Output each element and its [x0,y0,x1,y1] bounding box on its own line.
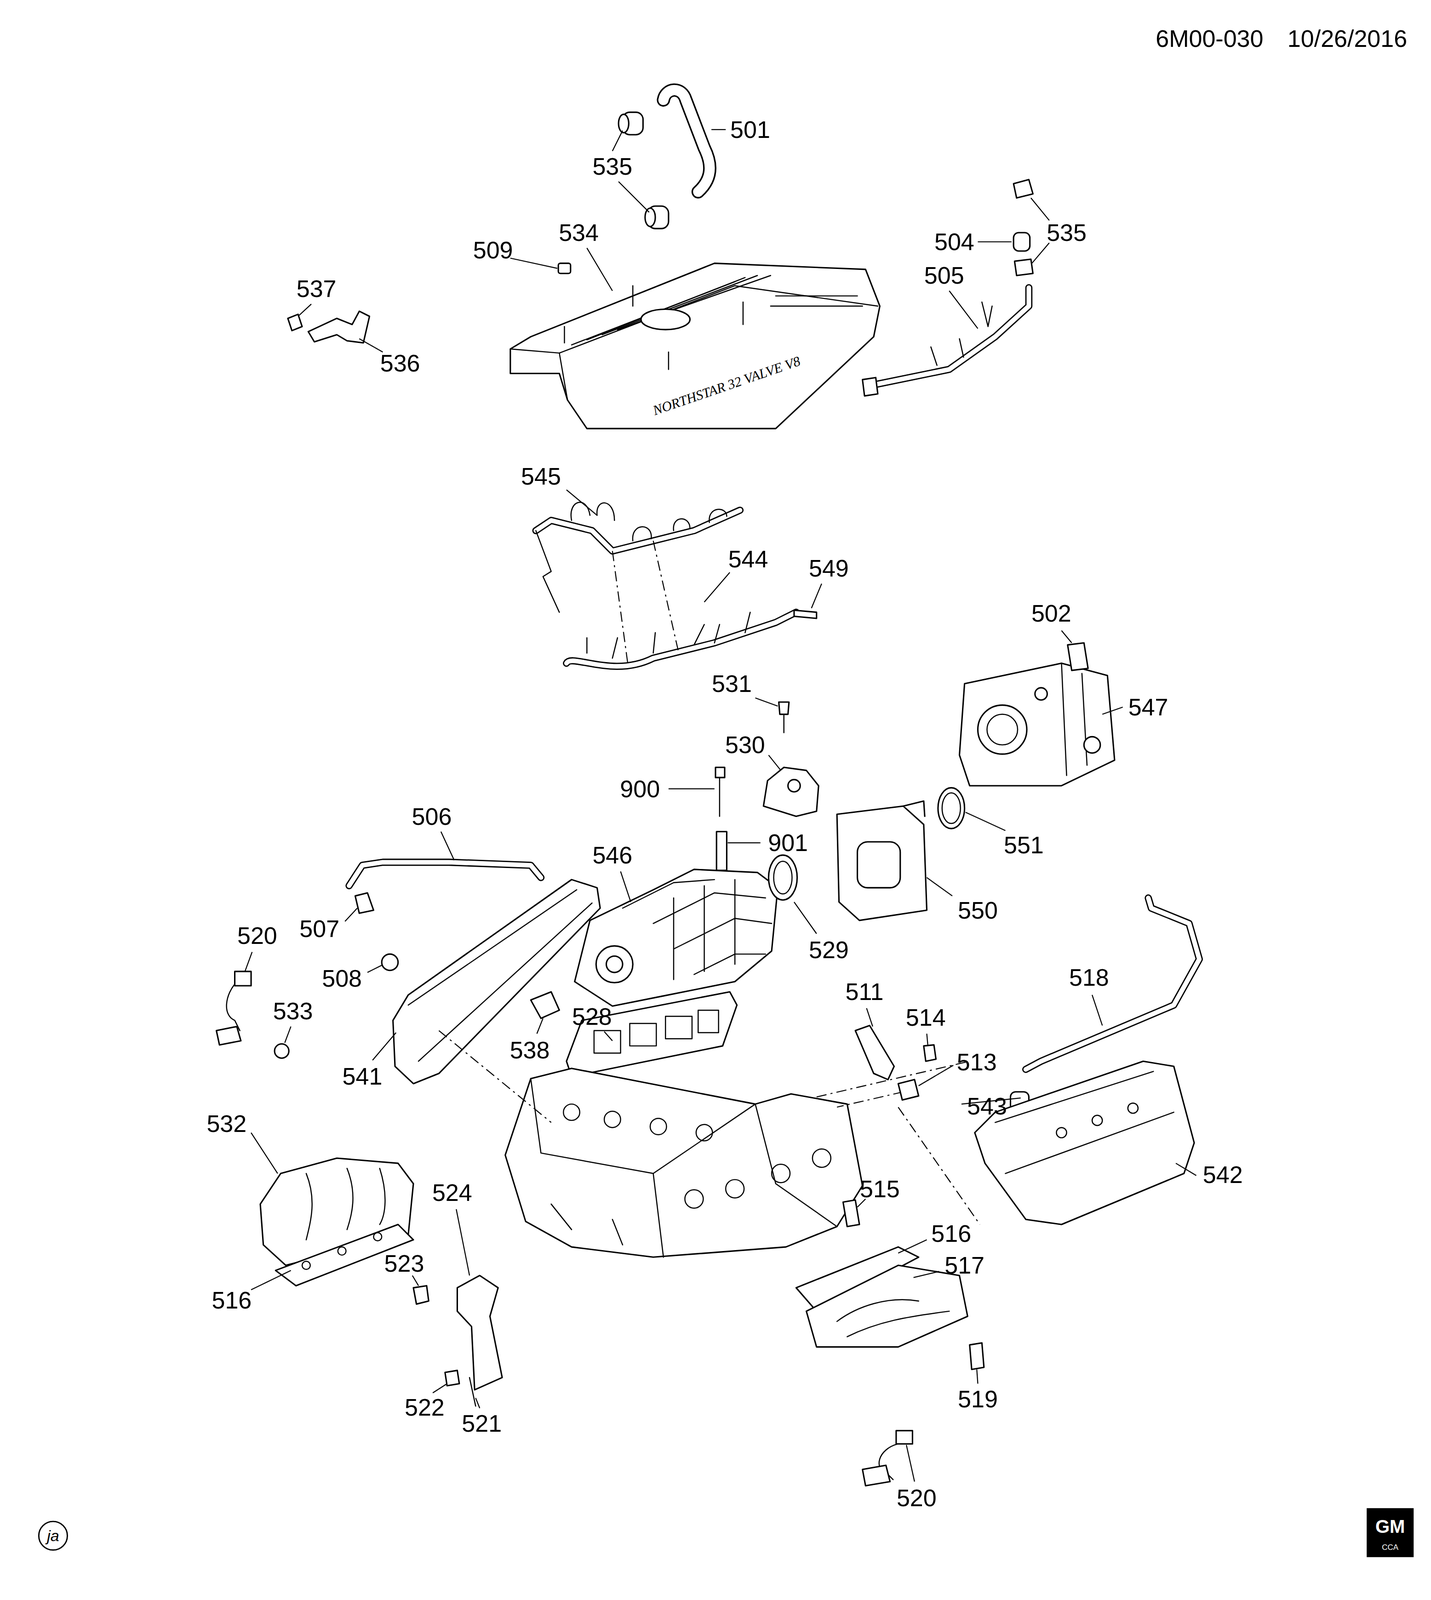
callout-number: 533 [273,999,314,1024]
stamp-circle [38,1521,68,1551]
callout-number: 535 [1046,220,1087,245]
callout-number: 509 [473,238,514,263]
bolt [715,767,727,871]
callout-number: 542 [1202,1162,1243,1187]
engine-cover [510,263,881,430]
leader-lines [245,129,1197,1483]
callout-number: 550 [957,898,998,923]
callout-number: 547 [1128,695,1169,720]
callout-number: 505 [924,263,965,288]
callout-number: 507 [299,916,340,941]
callout-number: 502 [1031,601,1072,626]
logo-text: GM [1375,1517,1405,1536]
callout-number: 504 [934,229,975,254]
callout-number: 530 [725,732,766,757]
callout-number: 522 [404,1395,445,1420]
intake-manifold [574,855,798,1007]
wiring-harness [535,502,817,667]
callout-number: 544 [728,547,769,572]
callout-number: 551 [1003,833,1044,858]
stamp-text: ja [46,1528,59,1544]
bracket [287,311,370,344]
right-exhaust-manifold [795,1200,984,1370]
callout-number: 506 [412,804,453,829]
logo-text: CCA [1381,1543,1399,1552]
callout-number: 517 [944,1253,985,1278]
callout-number: 901 [767,830,808,855]
callout-number: 534 [558,220,599,245]
gasket [530,991,737,1077]
callout-number: 549 [808,556,849,581]
callout-number: 529 [808,938,849,962]
callout-number: 515 [859,1177,900,1202]
callout-number: 523 [384,1251,425,1276]
callout-number: 520 [896,1486,937,1511]
callout-number: 541 [342,1064,383,1089]
callout-number: 536 [380,351,421,376]
callout-number: 524 [432,1180,473,1205]
callout-number: 514 [905,1005,946,1030]
callout-number: 516 [931,1221,972,1246]
sensor-bracket [763,702,819,817]
callout-number: 543 [967,1094,1008,1119]
throttle-body [836,642,1115,921]
callout-number: 520 [237,923,278,948]
callout-number: 501 [730,117,771,142]
callout-number: 531 [711,671,752,696]
exhaust-bracket [413,1275,503,1407]
callout-number: 900 [619,777,660,802]
callout-number: 508 [321,966,362,991]
callout-number: 521 [461,1411,502,1436]
callout-number: 545 [520,464,561,489]
callout-number: 518 [1069,965,1110,990]
vacuum-tube [862,179,1034,397]
callout-number: 532 [206,1111,247,1136]
right-cam-cover [974,898,1200,1225]
callout-number: 511 [845,979,884,1004]
engine-block [438,1030,980,1258]
header-text: 10/26/2016 [1287,26,1408,51]
header-text: 6M00-030 [1155,26,1264,51]
callout-number: 538 [509,1038,550,1063]
callout-number: 546 [592,843,633,868]
callout-number: 519 [957,1387,998,1412]
callout-number: 516 [211,1288,252,1313]
callout-number: 535 [592,154,633,179]
callout-number: 528 [572,1004,613,1029]
sensor [855,1025,936,1100]
oxygen-sensor [862,1431,913,1487]
callout-number: 513 [956,1050,997,1075]
hose [663,90,710,192]
cast-lettering: NORTHSTAR 32 VALVE V8 [651,354,802,418]
logo-box [1366,1508,1414,1558]
callout-number: 537 [296,276,337,301]
